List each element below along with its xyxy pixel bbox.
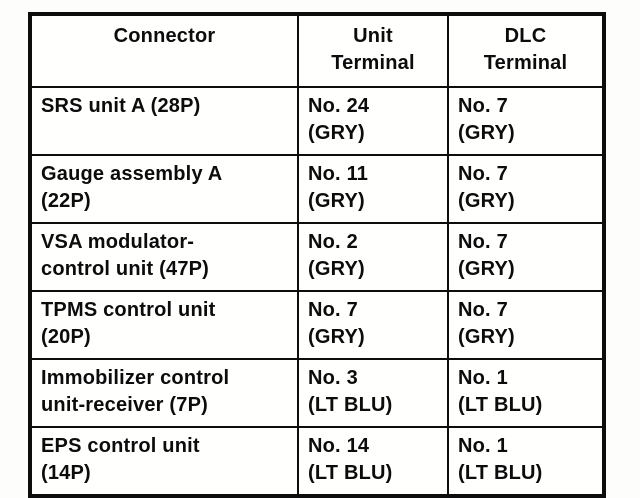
table-row: TPMS control unit (20P) No. 7 (GRY) No. … <box>29 290 605 360</box>
cell-connector: EPS control unit (14P) <box>29 426 299 497</box>
cell-unit-terminal: No. 24 (GRY) <box>297 86 449 156</box>
cell-dlc-terminal: No. 1 (LT BLU) <box>447 426 605 497</box>
cell-unit-terminal: No. 2 (GRY) <box>297 222 449 292</box>
table-row: VSA modulator- control unit (47P) No. 2 … <box>29 222 605 292</box>
cell-unit-terminal: No. 3 (LT BLU) <box>297 358 449 428</box>
cell-unit-terminal: No. 14 (LT BLU) <box>297 426 449 497</box>
cell-dlc-terminal: No. 1 (LT BLU) <box>447 358 605 428</box>
terminal-reference-table: Connector Unit Terminal DLC Terminal SRS… <box>28 12 606 498</box>
cell-dlc-terminal: No. 7 (GRY) <box>447 290 605 360</box>
cell-connector: SRS unit A (28P) <box>29 86 299 156</box>
cell-unit-terminal: No. 7 (GRY) <box>297 290 449 360</box>
header-connector: Connector <box>29 13 299 88</box>
table-row: Immobilizer control unit-receiver (7P) N… <box>29 358 605 428</box>
table-body: SRS unit A (28P) No. 24 (GRY) No. 7 (GRY… <box>29 86 605 497</box>
table-row: EPS control unit (14P) No. 14 (LT BLU) N… <box>29 426 605 497</box>
header-unit-terminal: Unit Terminal <box>297 13 449 88</box>
table-row: Gauge assembly A (22P) No. 11 (GRY) No. … <box>29 154 605 224</box>
cell-connector: TPMS control unit (20P) <box>29 290 299 360</box>
cell-dlc-terminal: No. 7 (GRY) <box>447 222 605 292</box>
cell-dlc-terminal: No. 7 (GRY) <box>447 154 605 224</box>
header-row: Connector Unit Terminal DLC Terminal <box>29 13 605 88</box>
header-dlc-terminal: DLC Terminal <box>447 13 605 88</box>
cell-connector: Gauge assembly A (22P) <box>29 154 299 224</box>
table-row: SRS unit A (28P) No. 24 (GRY) No. 7 (GRY… <box>29 86 605 156</box>
cell-unit-terminal: No. 11 (GRY) <box>297 154 449 224</box>
cell-dlc-terminal: No. 7 (GRY) <box>447 86 605 156</box>
cell-connector: VSA modulator- control unit (47P) <box>29 222 299 292</box>
table-header: Connector Unit Terminal DLC Terminal <box>29 13 605 88</box>
cell-connector: Immobilizer control unit-receiver (7P) <box>29 358 299 428</box>
